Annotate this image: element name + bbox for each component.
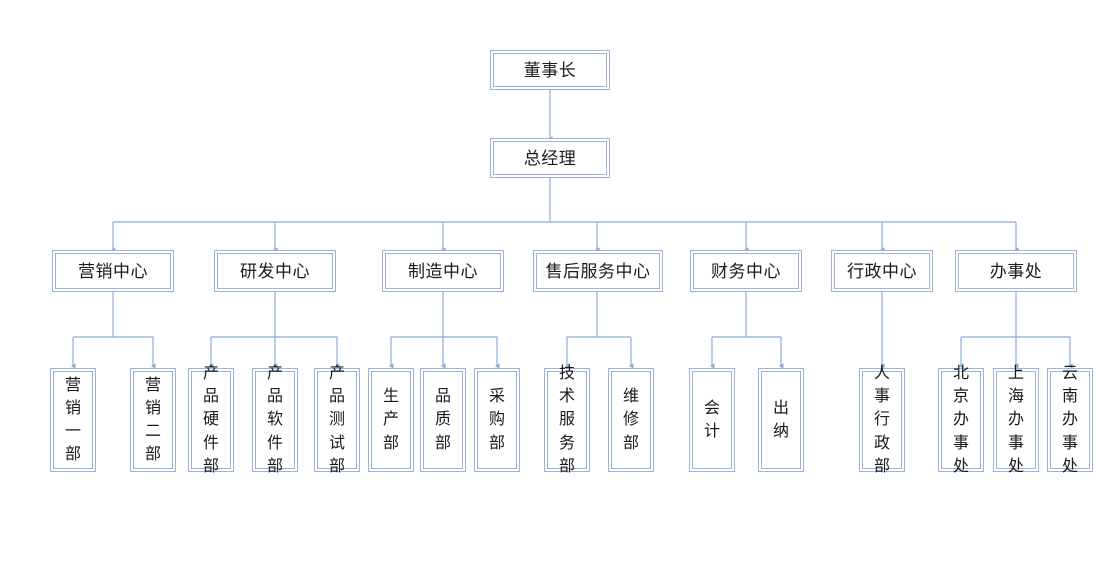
- node-production-dept-inner: 生产部: [371, 371, 411, 469]
- node-product-software-label: 产品软件部: [267, 365, 284, 475]
- node-product-software-inner: 产品软件部: [255, 365, 295, 475]
- node-production-dept-label: 生产部: [383, 388, 400, 452]
- node-finance-center-label: 财务中心: [711, 261, 781, 281]
- node-hr-admin-dept[interactable]: 人事行政部: [859, 365, 905, 475]
- node-gm-label: 总经理: [523, 148, 577, 168]
- node-yunnan-office[interactable]: 云南办事处: [1047, 365, 1093, 475]
- node-repair-dept-inner: 维修部: [611, 371, 651, 469]
- node-product-hardware-label: 产品硬件部: [203, 365, 220, 475]
- node-shanghai-office-inner: 上海办事处: [996, 365, 1036, 475]
- node-manufacturing-center-label: 制造中心: [408, 261, 478, 281]
- node-tech-service-dept-label: 技术服务部: [559, 365, 576, 475]
- node-marketing-center[interactable]: 营销中心: [52, 250, 174, 292]
- node-chairman[interactable]: 董事长: [490, 50, 610, 90]
- node-product-software[interactable]: 产品软件部: [252, 365, 298, 475]
- node-hr-admin-dept-label: 人事行政部: [874, 365, 891, 475]
- node-aftersales-center-inner: 售后服务中心: [536, 253, 660, 289]
- node-shanghai-office-label: 上海办事处: [1008, 365, 1025, 475]
- node-marketing-center-label: 营销中心: [78, 261, 148, 281]
- node-beijing-office-label: 北京办事处: [953, 365, 970, 475]
- node-purchasing-dept-inner: 采购部: [477, 371, 517, 469]
- node-offices-inner: 办事处: [958, 253, 1074, 289]
- node-tech-service-dept-inner: 技术服务部: [547, 365, 587, 475]
- node-gm-inner: 总经理: [493, 141, 607, 175]
- node-aftersales-center[interactable]: 售后服务中心: [533, 250, 663, 292]
- node-yunnan-office-inner: 云南办事处: [1050, 365, 1090, 475]
- node-quality-dept-label: 品质部: [435, 388, 452, 452]
- node-product-testing-inner: 产品测试部: [317, 365, 357, 475]
- node-marketing-dept-1-label: 营销一部: [65, 376, 82, 464]
- node-cashier-label: 出纳: [773, 399, 790, 440]
- node-quality-dept[interactable]: 品质部: [420, 368, 466, 472]
- node-admin-center[interactable]: 行政中心: [831, 250, 933, 292]
- node-aftersales-center-label: 售后服务中心: [545, 261, 651, 281]
- node-offices-label: 办事处: [989, 261, 1043, 281]
- node-repair-dept[interactable]: 维修部: [608, 368, 654, 472]
- node-manufacturing-center[interactable]: 制造中心: [382, 250, 504, 292]
- node-product-hardware[interactable]: 产品硬件部: [188, 365, 234, 475]
- node-offices[interactable]: 办事处: [955, 250, 1077, 292]
- node-rnd-center-inner: 研发中心: [217, 253, 333, 289]
- node-purchasing-dept[interactable]: 采购部: [474, 368, 520, 472]
- node-product-hardware-inner: 产品硬件部: [191, 365, 231, 475]
- node-beijing-office-inner: 北京办事处: [941, 365, 981, 475]
- node-rnd-center-label: 研发中心: [240, 261, 310, 281]
- node-product-testing-label: 产品测试部: [329, 365, 346, 475]
- node-yunnan-office-label: 云南办事处: [1062, 365, 1079, 475]
- node-marketing-dept-2-label: 营销二部: [145, 376, 162, 464]
- node-repair-dept-label: 维修部: [623, 388, 640, 452]
- node-cashier[interactable]: 出纳: [758, 368, 804, 472]
- node-rnd-center[interactable]: 研发中心: [214, 250, 336, 292]
- node-cashier-inner: 出纳: [761, 371, 801, 469]
- node-finance-center-inner: 财务中心: [693, 253, 799, 289]
- node-chairman-label: 董事长: [523, 60, 577, 80]
- node-accounting[interactable]: 会计: [689, 368, 735, 472]
- node-tech-service-dept[interactable]: 技术服务部: [544, 365, 590, 475]
- node-marketing-dept-1[interactable]: 营销一部: [50, 368, 96, 472]
- node-quality-dept-inner: 品质部: [423, 371, 463, 469]
- node-chairman-inner: 董事长: [493, 53, 607, 87]
- node-finance-center[interactable]: 财务中心: [690, 250, 802, 292]
- node-marketing-dept-2-inner: 营销二部: [133, 371, 173, 469]
- node-shanghai-office[interactable]: 上海办事处: [993, 365, 1039, 475]
- node-admin-center-inner: 行政中心: [834, 253, 930, 289]
- node-product-testing[interactable]: 产品测试部: [314, 365, 360, 475]
- node-gm[interactable]: 总经理: [490, 138, 610, 178]
- node-hr-admin-dept-inner: 人事行政部: [862, 365, 902, 475]
- node-production-dept[interactable]: 生产部: [368, 368, 414, 472]
- node-purchasing-dept-label: 采购部: [489, 388, 506, 452]
- node-marketing-dept-2[interactable]: 营销二部: [130, 368, 176, 472]
- node-accounting-label: 会计: [704, 399, 721, 440]
- node-admin-center-label: 行政中心: [847, 261, 917, 281]
- node-marketing-center-inner: 营销中心: [55, 253, 171, 289]
- node-accounting-inner: 会计: [692, 371, 732, 469]
- node-manufacturing-center-inner: 制造中心: [385, 253, 501, 289]
- node-marketing-dept-1-inner: 营销一部: [53, 371, 93, 469]
- node-beijing-office[interactable]: 北京办事处: [938, 365, 984, 475]
